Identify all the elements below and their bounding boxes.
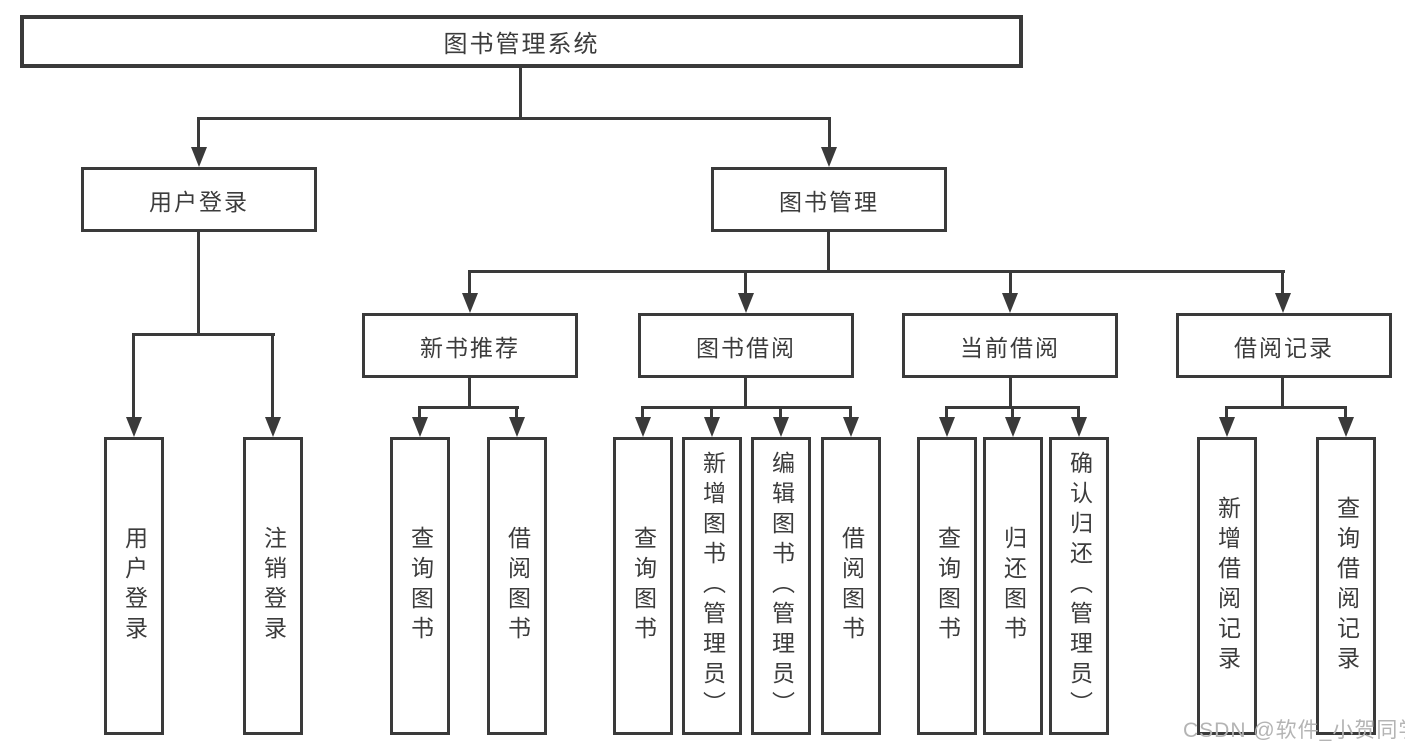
connector-line: [1225, 406, 1347, 409]
connector-line: [418, 406, 421, 422]
node-new-book-recommend: 新书推荐: [362, 313, 578, 378]
node-book-borrow: 图书借阅: [638, 313, 854, 378]
connector-line: [1281, 270, 1284, 298]
node-label: 查询借阅记录: [1333, 496, 1360, 676]
node-label: 注销登录: [260, 526, 287, 646]
node-label: 图书管理: [779, 188, 879, 215]
connector-line: [1009, 378, 1012, 409]
connector-line: [828, 117, 831, 152]
connector-line: [468, 378, 471, 409]
leaf-nbr-query-books: 查询图书: [390, 437, 450, 735]
connector-line: [779, 406, 782, 422]
connector-arrowhead: [738, 293, 754, 313]
node-label: 当前借阅: [960, 334, 1060, 361]
connector-arrowhead: [265, 417, 281, 437]
leaf-cb-confirm-return-admin: 确认归还（管理员）: [1049, 437, 1109, 735]
watermark: CSDN @软件_小贺同学: [1183, 719, 1405, 742]
connector-line: [468, 270, 471, 298]
connector-line: [197, 117, 200, 152]
connector-arrowhead: [843, 417, 859, 437]
node-borrow-records: 借阅记录: [1176, 313, 1392, 378]
node-label: 用户登录: [149, 188, 249, 215]
connector-arrowhead: [1338, 417, 1354, 437]
leaf-br-add-record: 新增借阅记录: [1197, 437, 1257, 735]
connector-arrowhead: [509, 417, 525, 437]
connector-line: [710, 406, 713, 422]
leaf-cb-return-books: 归还图书: [983, 437, 1043, 735]
connector-line: [519, 68, 522, 118]
connector-line: [1011, 406, 1014, 422]
node-current-borrow: 当前借阅: [902, 313, 1118, 378]
connector-arrowhead: [939, 417, 955, 437]
node-label: 新增借阅记录: [1214, 496, 1241, 676]
leaf-br-query-record: 查询借阅记录: [1316, 437, 1376, 735]
node-library-management-system: 图书管理系统: [20, 15, 1023, 68]
node-label: 编辑图书（管理员）: [768, 451, 795, 721]
leaf-bb-query-books: 查询图书: [613, 437, 673, 735]
node-label: 用户登录: [121, 526, 148, 646]
connector-line: [132, 333, 275, 336]
connector-line: [641, 406, 644, 422]
connector-line: [1077, 406, 1080, 422]
connector-arrowhead: [821, 147, 837, 167]
connector-line: [197, 232, 200, 336]
connector-arrowhead: [462, 293, 478, 313]
connector-arrowhead: [412, 417, 428, 437]
node-user-login: 用户登录: [81, 167, 317, 232]
connector-line: [849, 406, 852, 422]
node-label: 查询图书: [934, 526, 961, 646]
leaf-bb-add-books-admin: 新增图书（管理员）: [682, 437, 742, 735]
node-label: 图书借阅: [696, 334, 796, 361]
node-label: 确认归还（管理员）: [1066, 451, 1093, 721]
connector-line: [1009, 270, 1012, 298]
connector-line: [827, 232, 830, 273]
node-label: 图书管理系统: [443, 31, 600, 58]
connector-line: [1225, 406, 1228, 422]
connector-line: [271, 333, 274, 421]
node-label: 归还图书: [1000, 526, 1027, 646]
connector-arrowhead: [1219, 417, 1235, 437]
node-label: 新增图书（管理员）: [699, 451, 726, 721]
connector-line: [945, 406, 948, 422]
leaf-bb-edit-books-admin: 编辑图书（管理员）: [751, 437, 811, 735]
connector-arrowhead: [773, 417, 789, 437]
connector-arrowhead: [126, 417, 142, 437]
connector-line: [515, 406, 518, 422]
connector-arrowhead: [1071, 417, 1087, 437]
node-label: 借阅图书: [838, 526, 865, 646]
node-label: 查询图书: [407, 526, 434, 646]
leaf-cb-query-books: 查询图书: [917, 437, 977, 735]
leaf-logout: 注销登录: [243, 437, 303, 735]
node-label: 新书推荐: [420, 334, 520, 361]
node-label: 借阅图书: [504, 526, 531, 646]
node-book-management: 图书管理: [711, 167, 947, 232]
connector-arrowhead: [635, 417, 651, 437]
connector-line: [132, 333, 135, 421]
connector-arrowhead: [704, 417, 720, 437]
connector-line: [198, 117, 831, 120]
connector-line: [641, 406, 852, 409]
connector-arrowhead: [191, 147, 207, 167]
connector-line: [1281, 378, 1284, 409]
connector-line: [744, 270, 747, 298]
leaf-nbr-borrow-books: 借阅图书: [487, 437, 547, 735]
connector-line: [744, 378, 747, 409]
connector-line: [1344, 406, 1347, 422]
connector-arrowhead: [1275, 293, 1291, 313]
leaf-bb-borrow-books: 借阅图书: [821, 437, 881, 735]
connector-arrowhead: [1002, 293, 1018, 313]
node-label: 查询图书: [630, 526, 657, 646]
node-label: 借阅记录: [1234, 334, 1334, 361]
connector-line: [468, 270, 1285, 273]
connector-arrowhead: [1005, 417, 1021, 437]
leaf-user-login: 用户登录: [104, 437, 164, 735]
connector-line: [418, 406, 519, 409]
